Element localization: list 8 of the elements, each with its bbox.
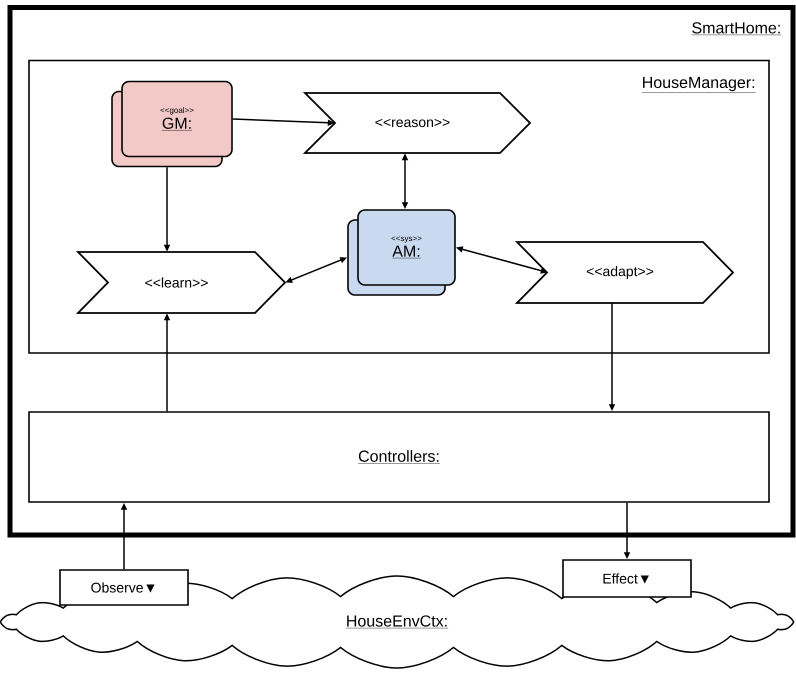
chevron-box: <<learn>> <box>76 251 286 314</box>
component-box: Observe▼ <box>59 569 189 606</box>
chevron-box: <<adapt>> <box>514 241 734 304</box>
component-box: Effect▼ <box>562 559 692 598</box>
stacked-object-box: <<goal>> GM: <box>111 80 233 168</box>
component-box: Controllers: <box>28 411 770 503</box>
stacked-object-box: <<sys>> AM: <box>347 209 456 296</box>
chevron-box: <<reason>> <box>302 92 532 154</box>
